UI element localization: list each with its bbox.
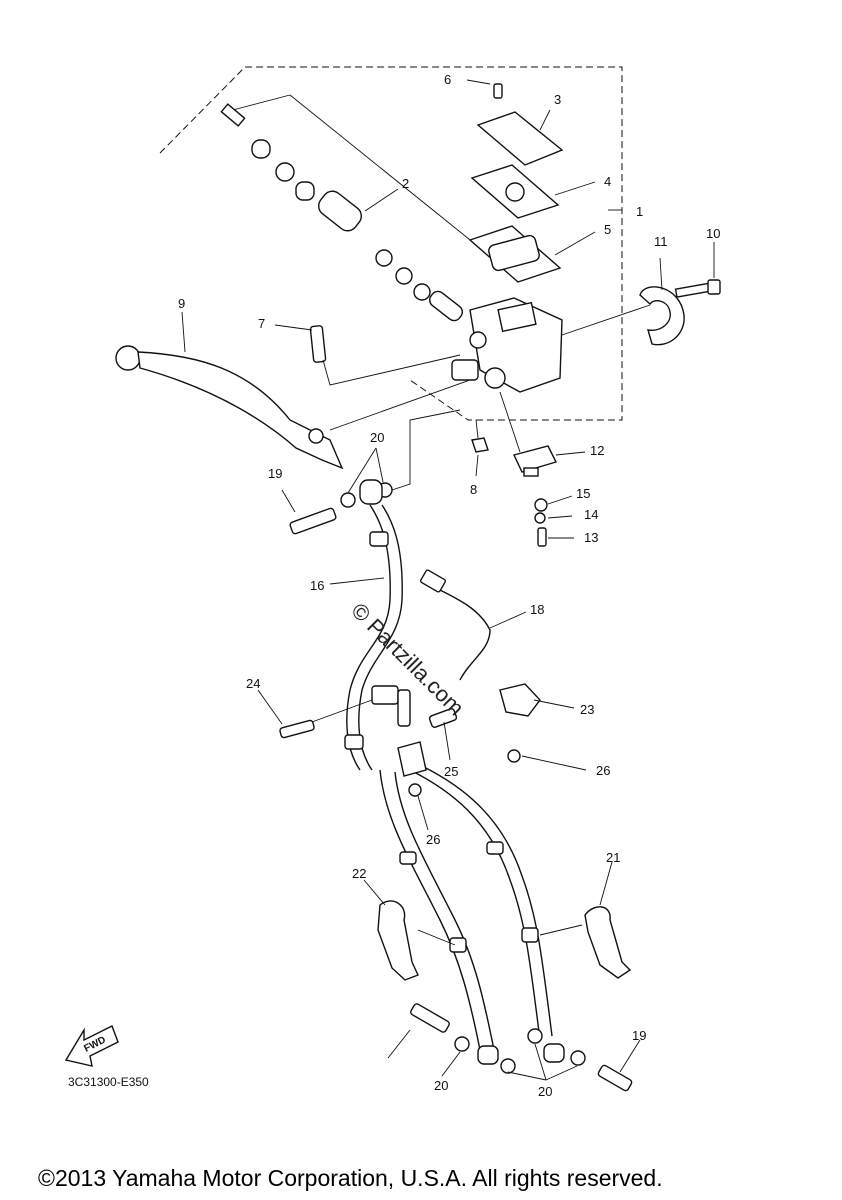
callout-label: 1 xyxy=(636,204,643,219)
callout-label: 21 xyxy=(606,850,620,865)
copyright-notice: ©2013 Yamaha Motor Corporation, U.S.A. A… xyxy=(38,1165,663,1191)
hose-guides xyxy=(377,900,632,981)
callout-label: 9 xyxy=(178,296,185,311)
callout-label: 16 xyxy=(310,578,324,593)
callout-label: 11 xyxy=(654,234,668,249)
callout-label: 24 xyxy=(246,676,260,691)
callout-label: 10 xyxy=(706,226,720,241)
callout-label: 18 xyxy=(530,602,544,617)
reservoir-cap-set xyxy=(468,83,564,283)
assembly-boundary xyxy=(159,66,623,421)
callout-labels: 1 2 3 4 5 6 7 8 9 10 11 12 13 14 15 16 1… xyxy=(178,72,720,1099)
callout-label: 8 xyxy=(470,482,477,497)
callout-label: 5 xyxy=(604,222,611,237)
callout-label: 19 xyxy=(632,1028,646,1043)
callout-label: 20 xyxy=(434,1078,448,1093)
callout-label: 12 xyxy=(590,443,604,458)
callout-label: 25 xyxy=(444,764,458,779)
pivot-bolt xyxy=(309,325,489,453)
wire-harness xyxy=(420,569,491,681)
callout-label: 13 xyxy=(584,530,598,545)
piston-kit xyxy=(220,94,496,322)
master-cylinder-body xyxy=(451,297,563,393)
callout-label: 22 xyxy=(352,866,366,881)
hose-joint xyxy=(279,685,458,797)
callout-label: 14 xyxy=(584,507,598,522)
brake-hose xyxy=(344,504,553,1051)
callout-label: 2 xyxy=(402,176,409,191)
bracket-23 xyxy=(499,683,541,763)
callout-label: 3 xyxy=(554,92,561,107)
clamp-and-bolt xyxy=(561,279,721,346)
lower-unions xyxy=(410,1003,633,1092)
callout-label: 26 xyxy=(426,832,440,847)
callout-label: 20 xyxy=(370,430,384,445)
callout-label: 7 xyxy=(258,316,265,331)
leader-lines xyxy=(181,79,715,1081)
callout-label: 4 xyxy=(604,174,611,189)
callout-label: 20 xyxy=(538,1084,552,1099)
callout-label: 15 xyxy=(576,486,590,501)
brake-switch xyxy=(499,391,586,547)
fwd-arrow-icon: FWD xyxy=(64,1025,119,1067)
callout-label: 26 xyxy=(596,763,610,778)
callout-label: 19 xyxy=(268,466,282,481)
drawing-code: 3C31300-E350 xyxy=(68,1075,149,1089)
callout-label: 23 xyxy=(580,702,594,717)
upper-union xyxy=(289,409,461,535)
callout-label: 6 xyxy=(444,72,451,87)
brake-lever xyxy=(115,345,471,470)
